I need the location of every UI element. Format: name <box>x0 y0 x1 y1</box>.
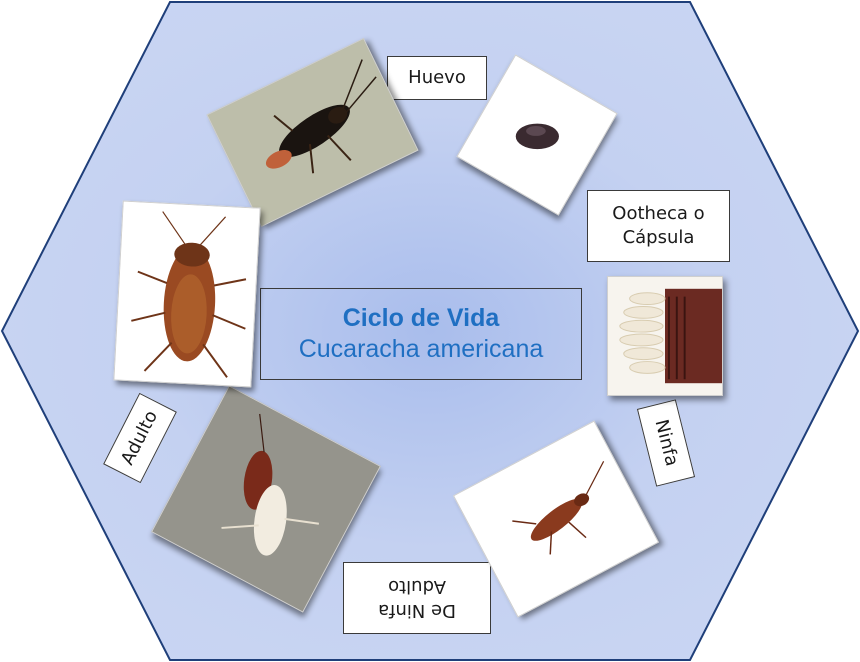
title-box: Ciclo de Vida Cucaracha americana <box>260 288 582 380</box>
female-with-egg-case-photo <box>206 37 419 228</box>
stage-label-text: Adulto <box>388 576 446 597</box>
stage-label-text: Huevo <box>408 66 466 88</box>
nymph-photo <box>452 420 660 618</box>
hatching-nymphs-photo <box>607 276 723 396</box>
adult-cockroach-photo <box>113 200 261 388</box>
diagram-subtitle: Cucaracha americana <box>298 335 544 363</box>
ootheca-photo <box>456 54 618 216</box>
stage-label-text: Ninfa <box>650 417 683 469</box>
molting-adult-photo <box>151 385 381 613</box>
stage-label-text: De Ninfa <box>378 600 456 622</box>
diagram-title: Ciclo de Vida <box>342 303 500 332</box>
stage-label-de-ninfa-adulto: De Ninfa Adulto <box>343 562 491 634</box>
stage-label-text: Cápsula <box>622 227 695 248</box>
stage-label-ootheca: Ootheca o Cápsula <box>587 190 730 262</box>
stage-label-huevo: Huevo <box>387 56 487 100</box>
stage-label-text: Ootheca o <box>612 202 705 224</box>
